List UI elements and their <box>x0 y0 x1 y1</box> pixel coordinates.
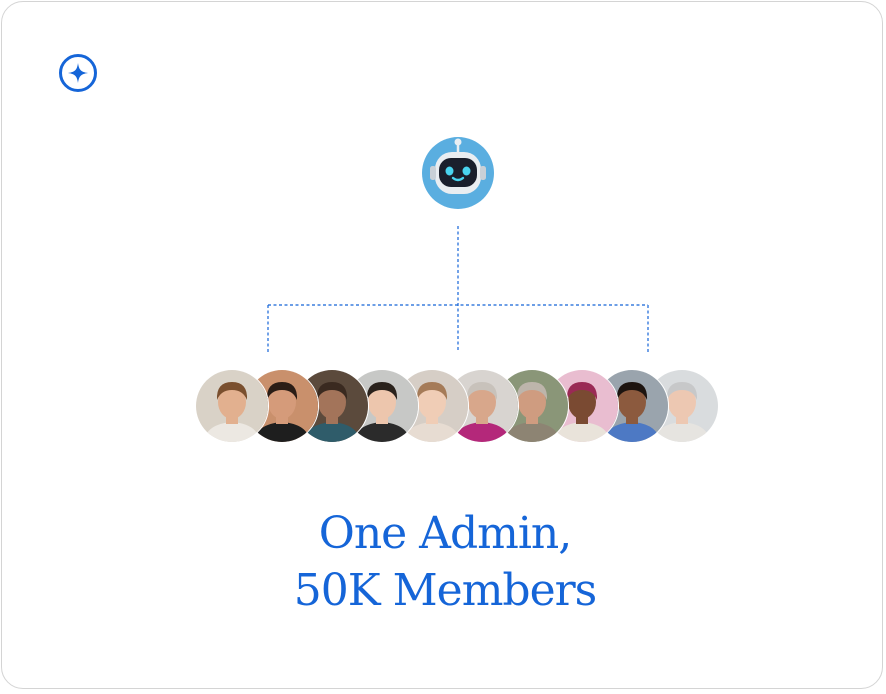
member-avatar <box>195 369 269 443</box>
member-avatar-row <box>195 369 720 443</box>
headline: One Admin, 50K Members <box>2 505 886 619</box>
robot-icon <box>422 137 494 209</box>
headline-line-1: One Admin, <box>318 508 573 559</box>
sparkle-circle-icon <box>59 54 97 92</box>
headline-line-2: 50K Members <box>293 565 597 616</box>
